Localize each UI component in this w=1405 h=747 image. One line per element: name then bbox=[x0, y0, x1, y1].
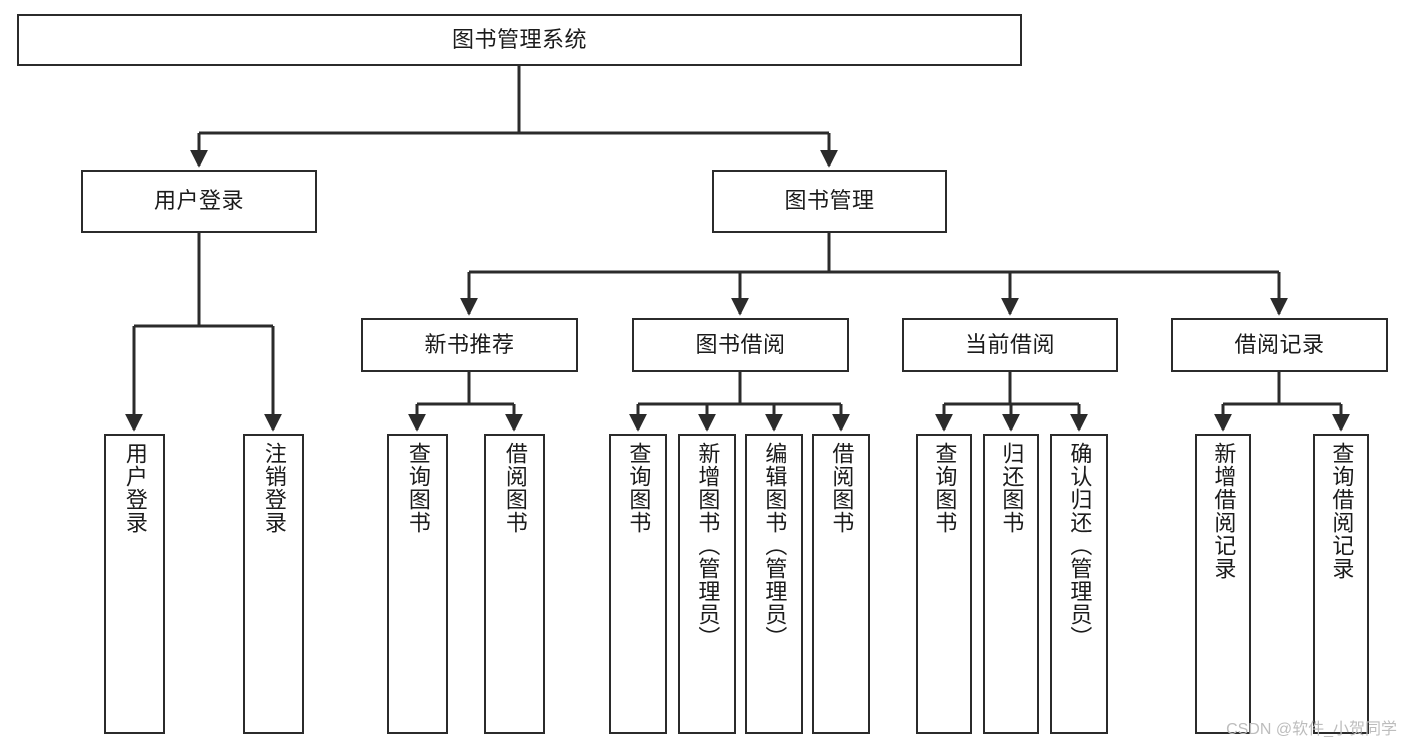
node-new-book-recommend[interactable]: 新书推荐 bbox=[361, 318, 578, 372]
node-new-book-recommend-label: 新书推荐 bbox=[424, 331, 515, 357]
leaf-record-query-label: 查询借阅记录 bbox=[1329, 442, 1355, 580]
node-borrow-record-label: 借阅记录 bbox=[1234, 331, 1325, 357]
leaf-borrow-borrow-book[interactable]: 借阅图书 bbox=[812, 434, 870, 734]
leaf-logout-label: 注销登录 bbox=[261, 442, 287, 534]
leaf-record-query[interactable]: 查询借阅记录 bbox=[1313, 434, 1369, 734]
node-user-login-label: 用户登录 bbox=[153, 188, 244, 214]
node-borrow-record[interactable]: 借阅记录 bbox=[1171, 318, 1388, 372]
leaf-borrow-edit-book-label: 编辑图书（管理员） bbox=[762, 442, 788, 649]
leaf-current-return-book[interactable]: 归还图书 bbox=[983, 434, 1039, 734]
node-book-borrow-label: 图书借阅 bbox=[695, 331, 786, 357]
leaf-borrow-add-book-label: 新增图书（管理员） bbox=[695, 442, 721, 649]
leaf-borrow-add-book[interactable]: 新增图书（管理员） bbox=[678, 434, 736, 734]
node-book-management-label: 图书管理 bbox=[784, 188, 875, 214]
leaf-user-login-label: 用户登录 bbox=[122, 442, 148, 534]
leaf-current-query-book-label: 查询图书 bbox=[932, 442, 958, 534]
leaf-current-query-book[interactable]: 查询图书 bbox=[916, 434, 972, 734]
leaf-record-add[interactable]: 新增借阅记录 bbox=[1195, 434, 1251, 734]
leaf-logout[interactable]: 注销登录 bbox=[243, 434, 304, 734]
leaf-newbook-borrow-book-label: 借阅图书 bbox=[502, 442, 528, 534]
node-current-borrow[interactable]: 当前借阅 bbox=[902, 318, 1118, 372]
node-root-label: 图书管理系统 bbox=[451, 26, 587, 52]
leaf-borrow-edit-book[interactable]: 编辑图书（管理员） bbox=[745, 434, 803, 734]
leaf-record-add-label: 新增借阅记录 bbox=[1211, 442, 1237, 580]
leaf-borrow-query-book[interactable]: 查询图书 bbox=[609, 434, 667, 734]
node-book-management[interactable]: 图书管理 bbox=[712, 170, 947, 233]
leaf-borrow-borrow-book-label: 借阅图书 bbox=[829, 442, 855, 534]
leaf-user-login[interactable]: 用户登录 bbox=[104, 434, 165, 734]
leaf-current-confirm-return-label: 确认归还（管理员） bbox=[1067, 442, 1093, 649]
leaf-current-confirm-return[interactable]: 确认归还（管理员） bbox=[1050, 434, 1108, 734]
leaf-current-return-book-label: 归还图书 bbox=[999, 442, 1025, 534]
leaf-newbook-query-book-label: 查询图书 bbox=[405, 442, 431, 534]
node-current-borrow-label: 当前借阅 bbox=[964, 331, 1055, 357]
node-user-login[interactable]: 用户登录 bbox=[81, 170, 317, 233]
node-book-borrow[interactable]: 图书借阅 bbox=[632, 318, 849, 372]
leaf-newbook-query-book[interactable]: 查询图书 bbox=[387, 434, 448, 734]
leaf-newbook-borrow-book[interactable]: 借阅图书 bbox=[484, 434, 545, 734]
leaf-borrow-query-book-label: 查询图书 bbox=[626, 442, 652, 534]
node-root[interactable]: 图书管理系统 bbox=[17, 14, 1022, 66]
